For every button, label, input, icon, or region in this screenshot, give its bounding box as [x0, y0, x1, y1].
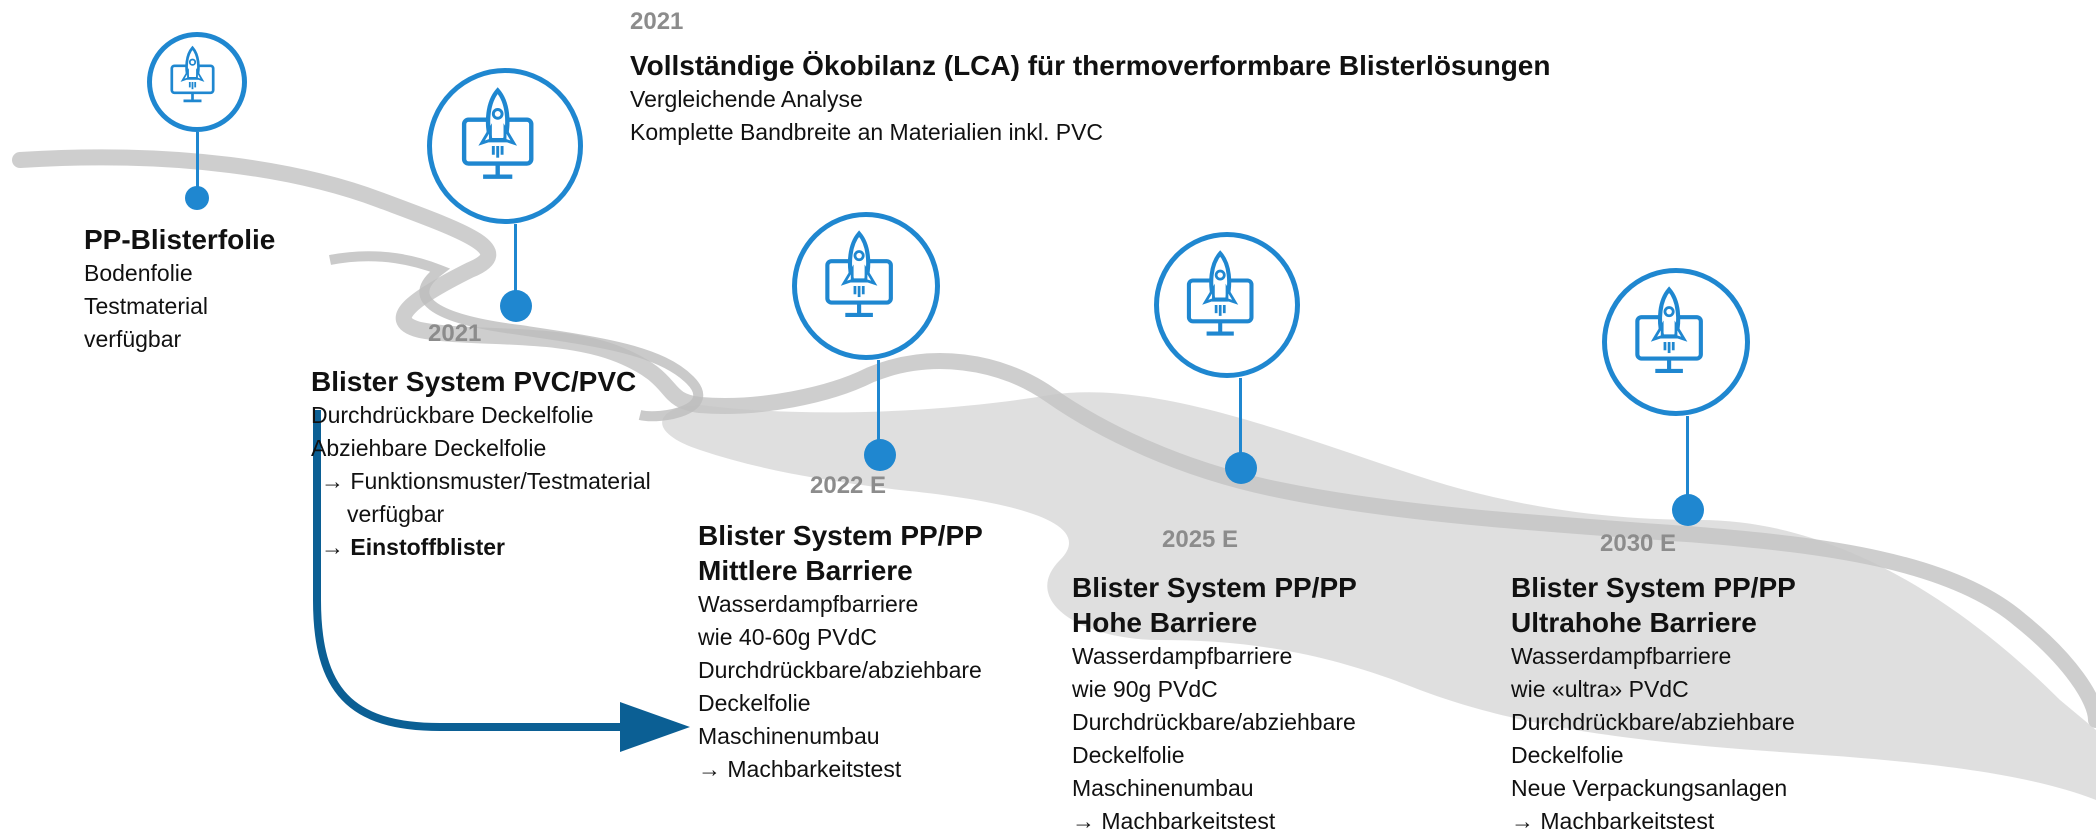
milestone-year-2022: 2022 E: [810, 472, 887, 499]
milestone-line: verfügbar: [347, 501, 445, 527]
milestone-line: wie «ultra» PVdC: [1511, 676, 1689, 702]
milestone-dot: [1225, 452, 1257, 484]
milestone-line: Durchdrückbare Deckelfolie: [311, 402, 594, 428]
milestone-text-2030: Blister System PP/PP Ultrahohe Barriere …: [1511, 570, 1796, 838]
milestone-line: → Machbarkeitstest: [1511, 808, 1715, 834]
milestone-line: Komplette Bandbreite an Materialien inkl…: [630, 119, 1104, 145]
milestone-line: wie 40-60g PVdC: [698, 624, 877, 650]
milestone-subtitle: Hohe Barriere: [1072, 607, 1258, 638]
milestone-line: Testmaterial: [84, 293, 208, 319]
milestone-circle: [792, 212, 940, 360]
milestone-dot: [1672, 494, 1704, 526]
milestone-stem: [514, 224, 517, 300]
milestone-dot: [500, 290, 532, 322]
milestone-circle: [1602, 268, 1750, 416]
milestone-line: Durchdrückbare/abziehbare: [698, 657, 982, 683]
rocket-monitor-icon: [825, 230, 893, 318]
milestone-dot: [185, 186, 209, 210]
milestone-year-2025: 2025 E: [1162, 526, 1239, 553]
milestone-line: Wasserdampfbarriere: [1072, 643, 1293, 669]
rocket-monitor-icon: [461, 87, 534, 179]
rocket-monitor-icon: [170, 45, 215, 103]
milestone-line: Maschinenumbau: [1072, 775, 1254, 801]
milestone-text-2022: Blister System PP/PP Mittlere Barriere W…: [698, 518, 983, 786]
milestone-title: Vollständige Ökobilanz (LCA) für thermov…: [630, 50, 1551, 81]
milestone-line: wie 90g PVdC: [1072, 676, 1218, 702]
milestone-circle: [147, 32, 247, 132]
milestone-subtitle: Ultrahohe Barriere: [1511, 607, 1757, 638]
milestone-text-pp-folie: PP-Blisterfolie Bodenfolie Testmaterial …: [84, 222, 275, 356]
milestone-line: Deckelfolie: [1072, 742, 1185, 768]
milestone-line: → Einstoffblister: [321, 534, 506, 560]
milestone-line: → Machbarkeitstest: [1072, 808, 1276, 834]
milestone-line: Bodenfolie: [84, 260, 193, 286]
milestone-line: Durchdrückbare/abziehbare: [1072, 709, 1356, 735]
milestone-title: PP-Blisterfolie: [84, 224, 276, 255]
milestone-stem: [1686, 416, 1689, 498]
milestone-title: Blister System PP/PP: [1072, 572, 1357, 603]
milestone-stem: [877, 360, 880, 440]
milestone-line: Abziehbare Deckelfolie: [311, 435, 547, 461]
rocket-monitor-icon: [1186, 250, 1254, 336]
milestone-line: → Funktionsmuster/Testmaterial: [321, 468, 651, 494]
milestone-year-pvc: 2021: [428, 320, 482, 347]
milestone-stem: [1239, 378, 1242, 458]
milestone-line: Deckelfolie: [698, 690, 811, 716]
milestone-stem: [196, 132, 199, 198]
milestone-text-2025: Blister System PP/PP Hohe Barriere Wasse…: [1072, 570, 1357, 838]
milestone-line: Durchdrückbare/abziehbare: [1511, 709, 1795, 735]
milestone-line: verfügbar: [84, 326, 182, 352]
milestone-line: Vergleichende Analyse: [630, 86, 863, 112]
milestone-circle: [427, 68, 583, 224]
milestone-title: Blister System PP/PP: [698, 520, 983, 551]
milestone-line: Neue Verpackungsanlagen: [1511, 775, 1788, 801]
milestone-text-pvc: Blister System PVC/PVC Durchdrückbare De…: [311, 364, 651, 564]
milestone-title: Blister System PVC/PVC: [311, 366, 637, 397]
milestone-year-2030: 2030 E: [1600, 530, 1677, 557]
milestone-line: Wasserdampfbarriere: [1511, 643, 1732, 669]
milestone-line: Deckelfolie: [1511, 742, 1624, 768]
milestone-year-lca: 2021: [630, 8, 684, 35]
milestone-circle: [1154, 232, 1300, 378]
milestone-line: → Machbarkeitstest: [698, 756, 902, 782]
milestone-title: Blister System PP/PP: [1511, 572, 1796, 603]
milestone-line: Maschinenumbau: [698, 723, 880, 749]
milestone-line: Wasserdampfbarriere: [698, 591, 919, 617]
rocket-monitor-icon: [1635, 286, 1703, 374]
milestone-text-lca: Vollständige Ökobilanz (LCA) für thermov…: [630, 48, 1551, 149]
milestone-subtitle: Mittlere Barriere: [698, 555, 913, 586]
milestone-dot: [864, 439, 896, 471]
